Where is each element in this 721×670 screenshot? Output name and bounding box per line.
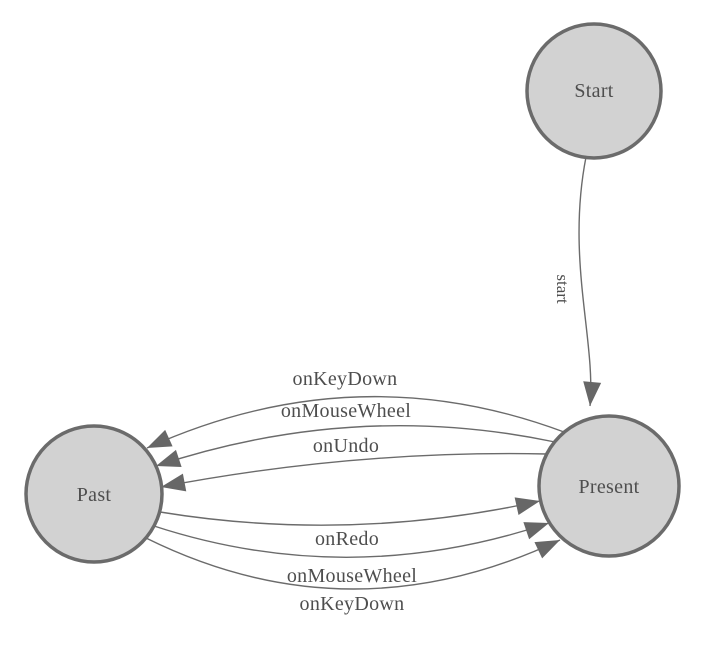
edge-past-to-present-onredo xyxy=(159,497,541,526)
edge-group xyxy=(145,156,602,590)
edge-present-to-past-onmousewheel xyxy=(155,424,556,467)
edge-label-onundo: onUndo xyxy=(313,435,379,457)
state-node-past: Past xyxy=(24,424,164,564)
state-circle-start xyxy=(525,22,663,160)
edge-label-onmousewheel-bottom: onMouseWheel xyxy=(287,565,417,587)
state-node-present: Present xyxy=(537,414,681,558)
edge-present-to-past-onkeydown xyxy=(146,396,565,449)
edge-label-onkeydown-bottom: onKeyDown xyxy=(300,593,405,615)
state-node-start: Start xyxy=(525,22,663,160)
edge-start-to-present xyxy=(578,156,602,407)
edge-present-to-past-onundo xyxy=(160,452,548,492)
edge-past-to-present-onmousewheel xyxy=(153,522,550,558)
state-circle-present xyxy=(537,414,681,558)
edge-label-onkeydown-top: onKeyDown xyxy=(293,368,398,390)
edge-label-onmousewheel-top: onMouseWheel xyxy=(281,400,411,422)
edge-labels: start onKeyDown onMouseWheel onUndo onRe… xyxy=(281,274,572,615)
edge-past-to-present-onkeydown xyxy=(145,537,561,590)
state-label-start: Start xyxy=(574,80,613,102)
state-circle-past xyxy=(24,424,164,564)
edge-label-onredo: onRedo xyxy=(315,528,379,550)
edge-label-start: start xyxy=(553,274,572,304)
state-label-present: Present xyxy=(579,476,640,498)
state-label-past: Past xyxy=(77,484,112,506)
